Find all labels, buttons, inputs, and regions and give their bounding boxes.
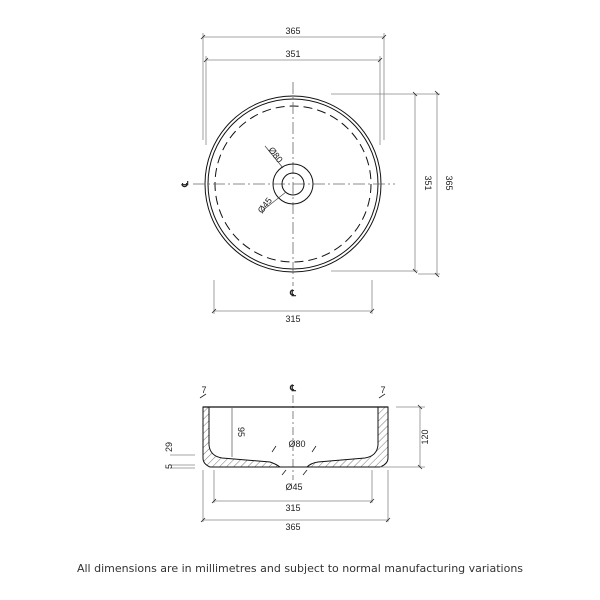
dimension-365-right bbox=[418, 90, 440, 278]
dim-label-diameter-80: Ø80 bbox=[266, 145, 284, 165]
dimension-351-right bbox=[331, 91, 418, 274]
dim-label-diameter-45: Ø45 bbox=[256, 196, 274, 216]
dim-label-365-top: 365 bbox=[285, 26, 300, 36]
dim-label-351-top: 351 bbox=[285, 49, 300, 59]
leader-80 bbox=[264, 145, 284, 169]
waste-inner-circle bbox=[281, 172, 305, 196]
dim-label-315-section: 315 bbox=[285, 503, 300, 513]
centerline-symbol-bottom: ℄ bbox=[289, 288, 296, 298]
dim-label-351-right: 351 bbox=[423, 175, 433, 190]
plan-view: 365 351 351 365 bbox=[180, 26, 454, 324]
dim-label-29: 29 bbox=[164, 442, 174, 452]
dimension-365-top bbox=[200, 33, 387, 140]
dimension-365-section bbox=[200, 470, 391, 523]
waste-outer-circle bbox=[272, 163, 314, 205]
dim-label-365-right: 365 bbox=[444, 175, 454, 190]
dim-label-wall-right: 7 bbox=[380, 385, 385, 395]
dim-label-section-45: Ø45 bbox=[285, 482, 302, 492]
dim-label-365-section: 365 bbox=[285, 522, 300, 532]
dim-label-height-120: 120 bbox=[420, 429, 430, 444]
dimension-base-thickness bbox=[170, 454, 195, 469]
dimension-351-top bbox=[203, 56, 383, 145]
dimension-315-plan bbox=[211, 280, 375, 314]
dim-label-depth-95: 95 bbox=[236, 427, 246, 437]
dim-label-wall-left: 7 bbox=[201, 385, 206, 395]
centerline-symbol-left: ℄ bbox=[180, 181, 190, 188]
dimension-120 bbox=[380, 404, 425, 470]
dimension-315-section bbox=[211, 470, 375, 504]
section-wall-right bbox=[305, 406, 389, 468]
dim-label-5: 5 bbox=[164, 464, 174, 469]
footer-note: All dimensions are in millimetres and su… bbox=[76, 562, 524, 575]
dim-label-315-plan: 315 bbox=[285, 314, 300, 324]
dim-label-section-80: Ø80 bbox=[288, 439, 305, 449]
section-view: 7 7 ℄ 95 120 29 5 bbox=[164, 383, 430, 532]
leader-45 bbox=[261, 191, 287, 212]
centerline-symbol-section: ℄ bbox=[289, 383, 296, 393]
section-wall-left bbox=[202, 406, 282, 468]
